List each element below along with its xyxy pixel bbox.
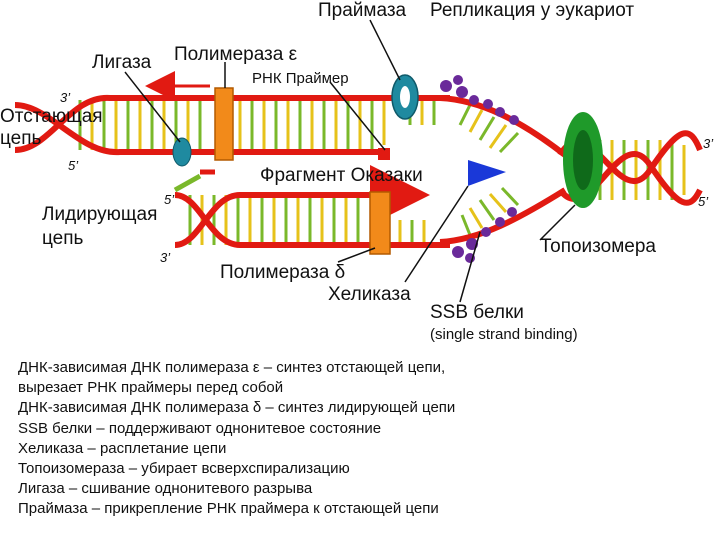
legend-text-block: ДНК-зависимая ДНК полимераза ε – синтез … — [18, 358, 708, 520]
end-3-top-left: 3’ — [60, 90, 71, 105]
end-5-right: 5’ — [698, 194, 709, 209]
end-5-top-left: 5’ — [68, 158, 79, 173]
end-5-mid-left: 5’ — [164, 192, 175, 207]
polymerase-delta-label: Полимераза δ — [220, 262, 346, 283]
lagging-strand-label-1: Отстающая — [0, 106, 103, 127]
helicase-shape — [468, 160, 506, 186]
polymerase-epsilon-shape — [214, 87, 234, 161]
legend-line: ДНК-зависимая ДНК полимераза ε – синтез … — [18, 359, 446, 376]
legend-line: SSB белки – поддерживают однонитевое сос… — [18, 419, 382, 437]
helicase-label: Хеликаза — [328, 284, 411, 305]
label-pointers — [124, 19, 576, 303]
legend-line: Праймаза – прикрепление РНК праймера к о… — [18, 500, 439, 518]
ligase-shape — [172, 137, 192, 167]
okazaki-fragment-label: Фрагмент Оказаки — [260, 165, 423, 186]
leading-strand-label-1: Лидирующая — [42, 204, 158, 225]
end-3-bottom-left: 3’ — [160, 250, 171, 265]
legend-line: Топоизомераза – убирает всверхспирализац… — [18, 460, 350, 478]
topoisomerase-shape — [563, 112, 603, 208]
lagging-strand-duplex — [14, 94, 450, 156]
polymerase-delta-shape — [369, 191, 391, 255]
diagram-title: Репликация у эукариот — [430, 0, 635, 21]
ssb-proteins-label: SSB белки — [430, 302, 524, 323]
legend-line: Хеликаза – расплетание цепи — [18, 439, 227, 457]
legend-line: ДНК-зависимая ДНК полимераза δ – синтез … — [18, 399, 456, 417]
ssb-full-label: (single strand binding) — [430, 326, 578, 343]
leading-strand-duplex — [174, 165, 450, 248]
legend-line: Лигаза – сшивание однонитевого разрыва — [18, 480, 313, 498]
leading-strand-label-2: цепь — [42, 228, 84, 249]
rna-primer-label: РНК Праймер — [252, 70, 349, 87]
topoisomerase-label: Топоизомера — [540, 236, 656, 257]
polymerase-epsilon-label: Полимераза ε — [174, 44, 298, 65]
primase-shape — [391, 74, 419, 120]
primase-label: Праймаза — [318, 0, 407, 21]
lagging-strand-label-2: цепь — [0, 128, 42, 149]
rna-primer-segments — [173, 148, 390, 193]
legend-line: вырезает РНК праймеры перед собой — [18, 379, 284, 397]
ligase-label: Лигаза — [92, 52, 152, 73]
replication-diagram — [14, 19, 703, 303]
end-3-right: 3’ — [703, 136, 714, 151]
